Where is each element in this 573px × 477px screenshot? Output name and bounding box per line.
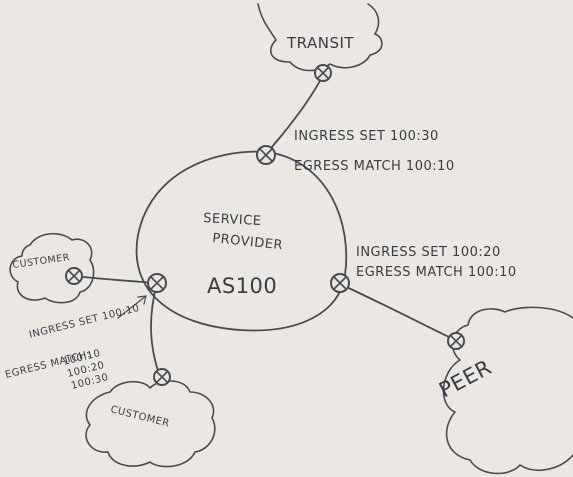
router-pe-peer: [330, 273, 350, 293]
customer-left-cloud: CUSTOMER: [9, 232, 95, 304]
customer-bottom-cloud: CUSTOMER: [85, 380, 216, 468]
cloud-icon: [257, 3, 383, 72]
customer-bottom-label: CUSTOMER: [109, 404, 170, 429]
transit-cloud: TRANSIT: [257, 3, 383, 72]
provider-asn: AS100: [207, 274, 277, 298]
cloud-icon: [9, 232, 95, 304]
router-transit-edge: [314, 64, 332, 82]
customer-policy-note: INGRESS SET 100:10 EGRESS MATCH: 100:10 …: [4, 303, 141, 392]
peer-egress-text: EGRESS MATCH 100:10: [356, 265, 517, 280]
router-peer-edge: [447, 332, 465, 350]
peer-label: PEER: [435, 355, 496, 402]
policy-arrow: [117, 295, 147, 319]
router-customer-left-edge: [65, 267, 83, 285]
cloud-icon: [442, 306, 573, 475]
peer-policy-note: INGRESS SET 100:20 EGRESS MATCH 100:10: [356, 245, 517, 280]
customer-left-label: CUSTOMER: [12, 252, 71, 271]
transit-ingress-text: INGRESS SET 100:30: [294, 129, 439, 144]
transit-policy-note: INGRESS SET 100:30 EGRESS MATCH 100:10: [294, 129, 455, 174]
link-peer: [339, 283, 456, 341]
provider-name-line1: SERVICE: [203, 211, 262, 229]
customer-ingress-text: INGRESS SET 100:10: [28, 303, 141, 341]
router-pe-transit: [256, 145, 276, 165]
service-provider-network: SERVICE PROVIDER AS100: [135, 150, 348, 332]
provider-circle: [135, 150, 348, 332]
router-customer-bottom-edge: [153, 368, 171, 386]
transit-egress-text: EGRESS MATCH 100:10: [294, 159, 455, 174]
transit-label: TRANSIT: [286, 34, 354, 52]
peer-ingress-text: INGRESS SET 100:20: [356, 245, 501, 260]
router-pe-customer: [147, 273, 167, 293]
links: [73, 74, 456, 378]
provider-name-line2: PROVIDER: [212, 231, 284, 253]
